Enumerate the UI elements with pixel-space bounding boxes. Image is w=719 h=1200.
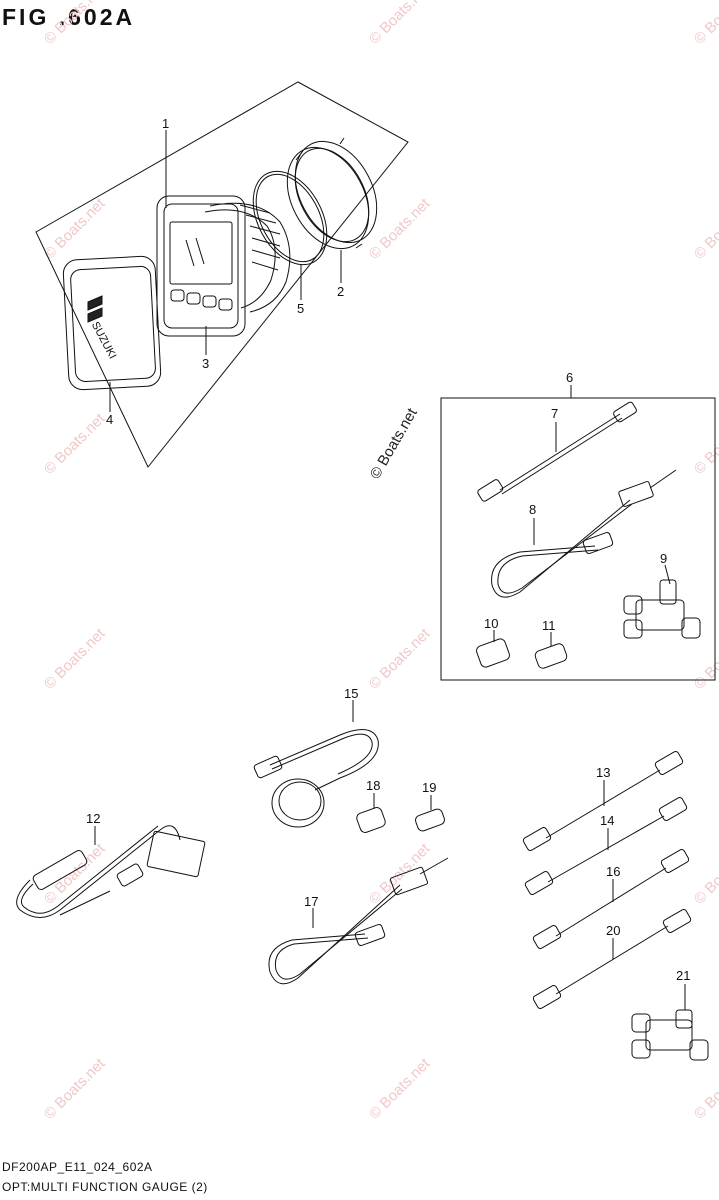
callout-14: 14 <box>600 813 614 828</box>
callout-5: 5 <box>297 301 304 316</box>
callout-15: 15 <box>344 686 358 701</box>
watermark: © Boats.net <box>691 840 719 908</box>
callout-6: 6 <box>566 370 573 385</box>
t-connector <box>623 579 701 639</box>
watermark: © Boats.net <box>366 0 434 48</box>
callout-8: 8 <box>529 502 536 517</box>
callout-21: 21 <box>676 968 690 983</box>
extension-cables <box>522 751 692 1009</box>
watermark: © Boats.net <box>41 1055 109 1123</box>
watermark: © Boats.net <box>41 410 109 478</box>
watermark-dark: © Boats.net <box>367 405 421 482</box>
callout-17: 17 <box>304 894 318 909</box>
loose-parts <box>16 700 709 1061</box>
watermarks: © Boats.net © Boats.net © Boats.net © Bo… <box>41 0 719 1123</box>
kit-outline <box>35 81 409 468</box>
watermark: © Boats.net <box>41 195 109 263</box>
retaining-ring <box>286 137 378 250</box>
callout-19: 19 <box>422 780 436 795</box>
watermark: © Boats.net <box>366 195 434 263</box>
watermark: © Boats.net <box>691 1055 719 1123</box>
watermark: © Boats.net <box>41 625 109 693</box>
gauge-kit-group: SUZUKI <box>35 81 409 468</box>
cable-set-group <box>440 385 716 681</box>
callout-7: 7 <box>551 406 558 421</box>
watermark: © Boats.net <box>366 625 434 693</box>
callout-4: 4 <box>106 412 113 427</box>
diagram-code: DF200AP_E11_024_602A <box>2 1160 153 1174</box>
watermark: © Boats.net <box>691 195 719 263</box>
watermark: © Boats.net <box>691 0 719 48</box>
callout-3: 3 <box>202 356 209 371</box>
callout-13: 13 <box>596 765 610 780</box>
callout-18: 18 <box>366 778 380 793</box>
bezel-cover: SUZUKI <box>62 255 162 391</box>
diagram-subtitle: OPT:MULTI FUNCTION GAUGE (2) <box>2 1180 208 1194</box>
callout-10: 10 <box>484 616 498 631</box>
callout-11: 11 <box>542 618 556 633</box>
callout-20: 20 <box>606 923 620 938</box>
cable-set-outline <box>440 397 716 681</box>
callout-2: 2 <box>337 284 344 299</box>
figure-title: FIG .602A <box>2 4 136 30</box>
suzuki-logo-text: SUZUKI <box>89 320 119 361</box>
callout-16: 16 <box>606 864 620 879</box>
t-connector-21 <box>631 1009 709 1061</box>
o-ring <box>252 170 328 266</box>
callouts: 1 2 3 4 5 6 7 8 9 10 11 12 13 14 15 16 1… <box>86 116 690 983</box>
callout-9: 9 <box>660 551 667 566</box>
watermark: © Boats.net <box>41 0 109 48</box>
watermark: © Boats.net <box>366 1055 434 1123</box>
callout-12: 12 <box>86 811 100 826</box>
callout-1: 1 <box>162 116 169 131</box>
gauge-body <box>156 195 291 337</box>
watermark: © Boats.net <box>366 840 434 908</box>
